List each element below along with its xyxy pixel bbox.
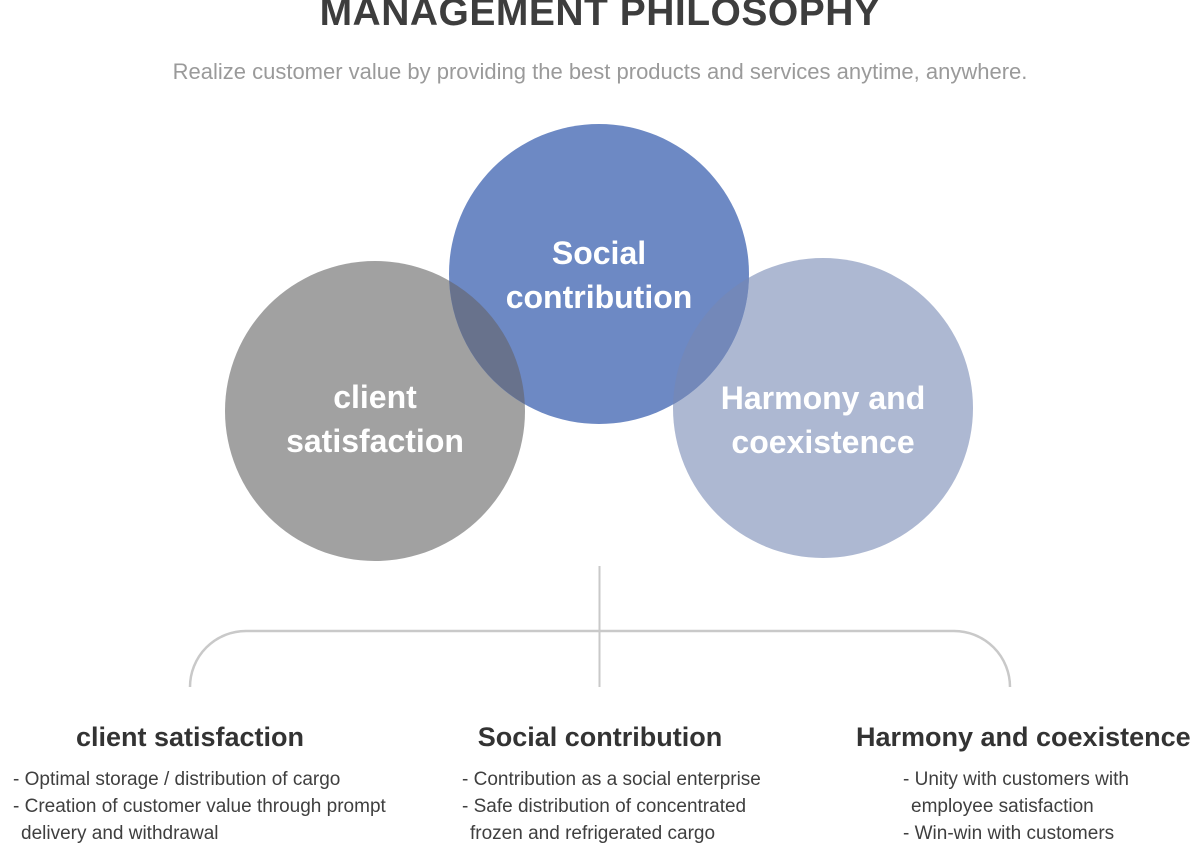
column-bullets-social-contribution: - Contribution as a social enterprise - … <box>462 766 761 844</box>
overlap-social-harmony <box>673 277 749 405</box>
circle-label-line: client <box>333 379 417 415</box>
column-bullets-harmony-coexistence: - Unity with customers with employee sat… <box>903 766 1129 844</box>
circle-social-contribution <box>449 124 749 424</box>
column-heading-client-satisfaction: client satisfaction <box>75 722 305 752</box>
overlap-client-social <box>449 280 525 405</box>
bullet-line-continuation: delivery and withdrawal <box>21 823 219 844</box>
circle-label-line: coexistence <box>731 424 915 460</box>
column-heading-social-contribution: Social contribution <box>477 722 723 752</box>
circle-label-line: Harmony and <box>720 380 926 416</box>
bullet-line: - Optimal storage / distribution of carg… <box>13 769 341 790</box>
circle-label-line: satisfaction <box>286 423 464 459</box>
column-bullets-client-satisfaction: - Optimal storage / distribution of carg… <box>13 766 386 844</box>
connector-bracket <box>188 629 1012 688</box>
circle-label-client-satisfaction: client satisfaction <box>225 375 525 463</box>
bullet-line: - Safe distribution of concentrated <box>462 796 747 817</box>
bullet-line: - Creation of customer value through pro… <box>13 796 386 817</box>
bullet-line: - Unity with customers with <box>903 769 1129 790</box>
page-title: MANAGEMENT PHILOSOPHY <box>319 0 881 34</box>
circle-client-satisfaction <box>225 261 525 561</box>
circle-label-harmony-coexistence: Harmony and coexistence <box>673 376 973 464</box>
bullet-line: - Win-win with customers <box>903 823 1115 844</box>
circle-label-line: contribution <box>505 279 693 315</box>
bullet-line-continuation: frozen and refrigerated cargo <box>470 823 716 844</box>
bullet-line-continuation: employee satisfaction <box>911 796 1094 817</box>
circle-harmony-coexistence <box>673 258 973 558</box>
bullet-line: - Contribution as a social enterprise <box>462 769 761 790</box>
column-heading-harmony-coexistence: Harmony and coexistence <box>856 722 1191 752</box>
page-subtitle: Realize customer value by providing the … <box>172 59 1028 84</box>
circle-label-social-contribution: Social contribution <box>449 231 749 319</box>
circle-label-line: Social <box>551 235 647 271</box>
